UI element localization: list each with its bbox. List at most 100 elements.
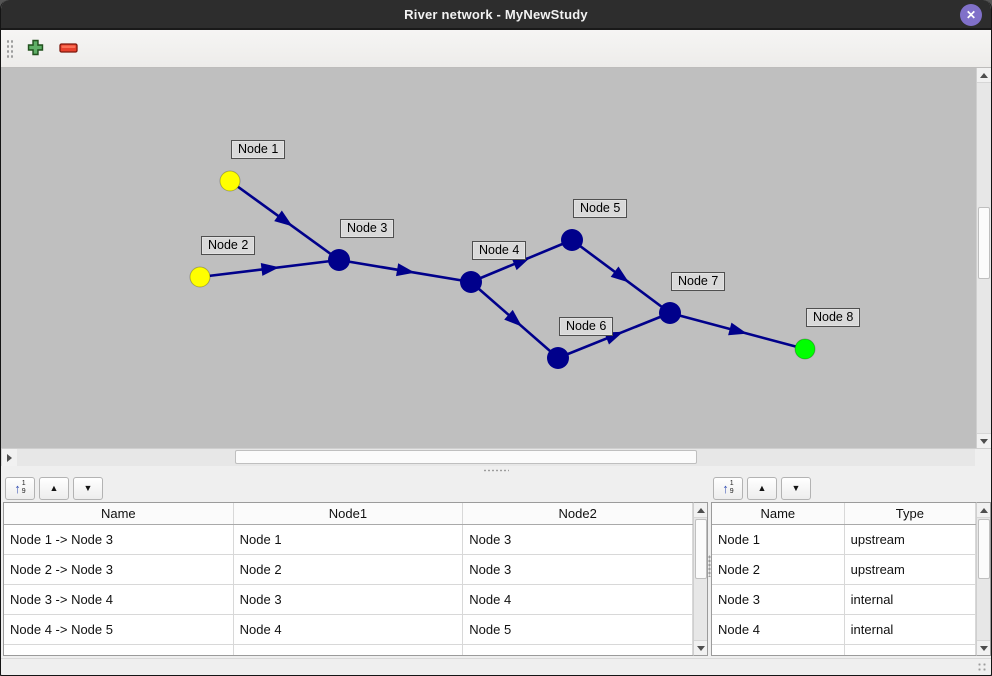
node-label[interactable]: Node 6 xyxy=(559,317,614,336)
column-header[interactable]: Node2 xyxy=(462,503,693,525)
move-up-button[interactable]: ▲ xyxy=(39,476,69,500)
table-cell[interactable]: Node 4 xyxy=(462,584,693,615)
table-cell[interactable]: Node 1 -> Node 3 xyxy=(4,524,234,555)
table-cell[interactable] xyxy=(233,644,464,655)
table-cell[interactable]: Node 2 -> Node 3 xyxy=(4,554,234,585)
vertical-splitter[interactable] xyxy=(708,474,711,658)
graph-node[interactable] xyxy=(794,338,816,360)
node-label[interactable]: Node 7 xyxy=(671,272,726,291)
table-cell[interactable]: Node 3 xyxy=(462,524,693,555)
scroll-up-button[interactable] xyxy=(694,503,707,518)
scroll-up-button[interactable] xyxy=(977,68,991,83)
table-cell[interactable] xyxy=(4,644,234,655)
node-label[interactable]: Node 2 xyxy=(201,236,256,255)
canvas-row: Node 1 Node 2 Node 3 Node 4 Node 5 Node 6 Node… xyxy=(1,68,991,448)
scroll-down-button[interactable] xyxy=(977,433,991,448)
vertical-scroll-thumb[interactable] xyxy=(978,207,990,279)
vertical-scroll-thumb[interactable] xyxy=(978,519,990,579)
scrollbar-corner xyxy=(975,449,991,466)
move-down-button[interactable]: ▼ xyxy=(781,476,811,500)
triangle-up-icon xyxy=(696,507,705,513)
node-label[interactable]: Node 5 xyxy=(573,199,628,218)
graph-node[interactable] xyxy=(328,249,350,271)
triangle-up-icon xyxy=(980,72,988,78)
table-cell[interactable]: internal xyxy=(844,614,976,645)
canvas-horizontal-scrollbar[interactable] xyxy=(1,448,991,466)
table-row[interactable] xyxy=(712,644,976,655)
table-cell[interactable] xyxy=(712,644,845,655)
table-cell[interactable] xyxy=(844,644,976,655)
table-cell[interactable]: Node 3 xyxy=(233,584,464,615)
table-cell[interactable]: Node 1 xyxy=(712,524,845,555)
scroll-right-button[interactable] xyxy=(1,449,17,466)
table-cell[interactable]: Node 4 -> Node 5 xyxy=(4,614,234,645)
table-cell[interactable]: Node 3 -> Node 4 xyxy=(4,584,234,615)
table-row[interactable] xyxy=(4,644,693,655)
table-cell[interactable]: Node 4 xyxy=(712,614,845,645)
node-label[interactable]: Node 3 xyxy=(340,219,395,238)
toolbar-grip-handle[interactable] xyxy=(6,37,13,60)
table-cell[interactable]: upstream xyxy=(844,554,976,585)
node-label[interactable]: Node 4 xyxy=(472,241,527,260)
graph-node[interactable] xyxy=(219,170,241,192)
triangle-down-icon xyxy=(980,438,988,444)
graph-node[interactable] xyxy=(659,302,681,324)
splitter-grip-icon xyxy=(483,468,509,472)
move-down-button[interactable]: ▼ xyxy=(73,476,103,500)
column-header[interactable]: Name xyxy=(4,503,234,525)
table-cell[interactable]: Node 3 xyxy=(462,554,693,585)
horizontal-scroll-thumb[interactable] xyxy=(235,450,697,464)
graph-node[interactable] xyxy=(561,229,583,251)
triangle-right-icon xyxy=(7,453,12,462)
window-title: River network - MyNewStudy xyxy=(404,6,588,22)
scroll-down-button[interactable] xyxy=(694,640,707,655)
table-cell[interactable] xyxy=(462,644,693,655)
table-cell[interactable]: Node 1 xyxy=(233,524,464,555)
column-header[interactable]: Name xyxy=(712,503,845,525)
graph-node[interactable] xyxy=(189,266,211,288)
table-cell[interactable]: Node 3 xyxy=(712,584,845,615)
table-cell[interactable]: internal xyxy=(844,584,976,615)
add-node-button[interactable] xyxy=(22,36,48,62)
graph-node[interactable] xyxy=(547,347,569,369)
titlebar[interactable]: River network - MyNewStudy ✕ xyxy=(1,0,991,30)
table-cell[interactable]: Node 2 xyxy=(712,554,845,585)
table-cell[interactable]: Node 5 xyxy=(462,614,693,645)
resize-grip-icon[interactable] xyxy=(977,662,987,672)
column-header[interactable]: Node1 xyxy=(233,503,464,525)
table-cell[interactable]: upstream xyxy=(844,524,976,555)
column-header[interactable]: Type xyxy=(844,503,976,525)
table-cell[interactable]: Node 4 xyxy=(233,614,464,645)
arrow-up-icon: ▲ xyxy=(757,482,767,493)
graph-node[interactable] xyxy=(460,271,482,293)
nodes-table-scrollbar[interactable] xyxy=(976,502,991,656)
network-canvas[interactable]: Node 1 Node 2 Node 3 Node 4 Node 5 Node 6 Node… xyxy=(1,68,976,448)
remove-node-button[interactable] xyxy=(55,36,81,62)
vertical-scroll-thumb[interactable] xyxy=(695,519,707,579)
scroll-down-button[interactable] xyxy=(977,640,990,655)
table-cell[interactable]: Node 2 xyxy=(233,554,464,585)
canvas-vertical-scrollbar[interactable] xyxy=(976,68,991,448)
scroll-up-button[interactable] xyxy=(977,503,990,518)
node-label[interactable]: Node 1 xyxy=(231,140,286,159)
move-up-button[interactable]: ▲ xyxy=(747,476,777,500)
horizontal-splitter[interactable] xyxy=(1,466,991,474)
node-label[interactable]: Node 8 xyxy=(806,308,861,327)
close-button[interactable]: ✕ xyxy=(960,4,982,26)
links-table-scrollbar[interactable] xyxy=(693,502,708,656)
